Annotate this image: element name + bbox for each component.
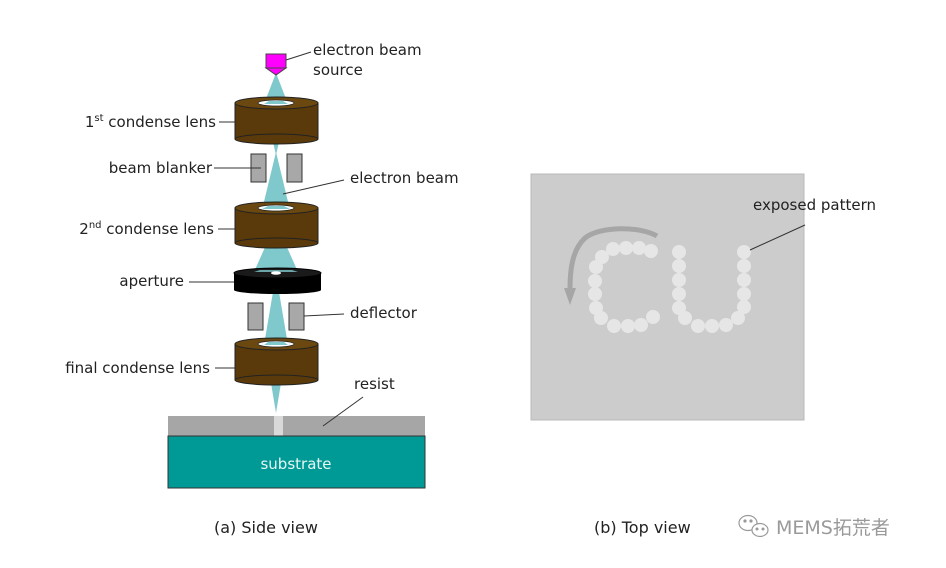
exposed-dot — [607, 319, 621, 333]
first-condense-lens — [234, 96, 319, 145]
label-resist: resist — [354, 375, 395, 393]
leader-beam — [282, 179, 345, 195]
beam-blanker-cone — [262, 152, 290, 210]
exposed-pattern-dots — [588, 241, 751, 333]
label-source-line1: electron beam — [313, 41, 422, 59]
leader-lines — [189, 51, 364, 427]
exposed-dot — [644, 244, 658, 258]
scan-direction-arrow — [564, 226, 659, 305]
exposed-dot — [719, 318, 733, 332]
substrate-block — [167, 435, 426, 489]
lens2-rest: condense lens — [102, 220, 215, 238]
exposed-dot — [737, 300, 751, 314]
leader-deflector — [303, 313, 345, 317]
electron-beam-source — [264, 53, 288, 76]
aperture-disc — [233, 267, 322, 294]
exposed-dot — [588, 287, 602, 301]
exposed-dot — [588, 274, 602, 288]
exposed-resist-spot — [274, 416, 283, 436]
exposed-dot — [672, 259, 686, 273]
lens1-sup: st — [94, 113, 103, 124]
resist-layer — [168, 416, 425, 436]
exposed-dot — [672, 245, 686, 259]
exposed-dot — [672, 287, 686, 301]
exposed-dot — [737, 273, 751, 287]
exposed-dot — [672, 273, 686, 287]
lens1-rest: condense lens — [104, 113, 217, 131]
label-second-condense-lens: 2nd condense lens — [79, 220, 214, 238]
label-beam-blanker: beam blanker — [109, 159, 213, 177]
exposed-dot — [634, 318, 648, 332]
exposed-dot — [737, 245, 751, 259]
label-first-condense-lens: 1st condense lens — [85, 113, 216, 131]
label-electron-beam: electron beam — [350, 169, 459, 187]
lens2-prefix: 2 — [79, 220, 89, 238]
electron-beam-path — [254, 73, 298, 413]
lens1-prefix: 1 — [85, 113, 95, 131]
exposed-dot — [705, 319, 719, 333]
label-source-line2: source — [313, 61, 363, 79]
leader-resist — [322, 396, 364, 427]
exposed-dot — [606, 242, 620, 256]
watermark-text: MEMS拓荒者 — [776, 517, 890, 539]
exposed-dot — [594, 311, 608, 325]
top-view-plate — [530, 173, 805, 421]
beam-source-cone — [264, 73, 288, 104]
label-final-condense-lens: final condense lens — [65, 359, 210, 377]
label-aperture: aperture — [119, 272, 184, 290]
label-exposed-pattern: exposed pattern — [753, 196, 876, 214]
exposed-dot — [731, 311, 745, 325]
label-deflector: deflector — [350, 304, 418, 322]
second-condense-lens — [234, 201, 319, 249]
exposed-dot — [621, 319, 635, 333]
exposed-dot — [619, 241, 633, 255]
exposed-dot — [646, 310, 660, 324]
exposed-dot — [589, 260, 603, 274]
beam-deflector-cone — [264, 292, 288, 345]
wechat-icon — [738, 514, 769, 538]
beam-lens2-cone — [254, 245, 298, 272]
exposed-dot — [632, 241, 646, 255]
exposed-dot — [737, 259, 751, 273]
caption-side-view: (a) Side view — [214, 518, 318, 537]
leader-source — [285, 51, 312, 61]
final-condense-lens — [234, 337, 319, 386]
substrate-label: substrate — [260, 455, 331, 473]
leader-exposed-pattern — [749, 224, 806, 251]
beam-lens1-cross — [273, 142, 279, 155]
exposed-dot — [737, 287, 751, 301]
deflector — [247, 302, 305, 331]
exposed-dot — [678, 311, 692, 325]
caption-top-view: (b) Top view — [594, 518, 691, 537]
exposed-dot — [691, 319, 705, 333]
lens2-sup: nd — [89, 220, 102, 231]
beam-final-cone — [271, 383, 281, 413]
